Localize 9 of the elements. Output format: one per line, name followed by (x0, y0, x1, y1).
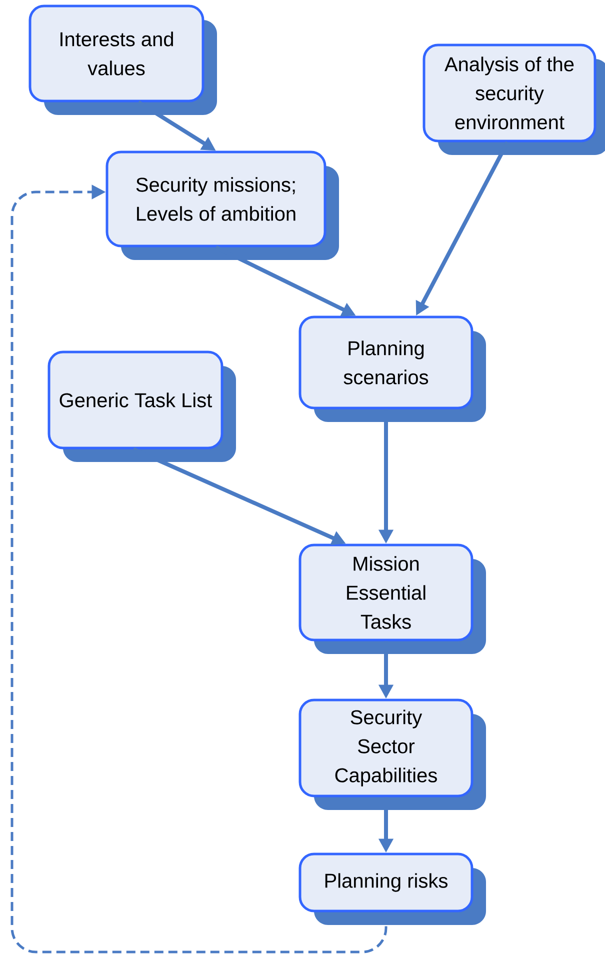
process-box: Planning risks (298, 852, 486, 925)
process-box: Security missions; Levels of ambition (106, 150, 339, 260)
process-box: Generic Task List (48, 350, 236, 462)
process-box: Mission Essential Tasks (298, 544, 486, 654)
process-box: Planning scenarios (298, 316, 486, 422)
arrow (10, 184, 388, 954)
process-box: Security Sector Capabilities (298, 698, 486, 810)
process-box: Interests and values (28, 4, 217, 115)
process-box: Analysis of the security environment (422, 44, 605, 155)
